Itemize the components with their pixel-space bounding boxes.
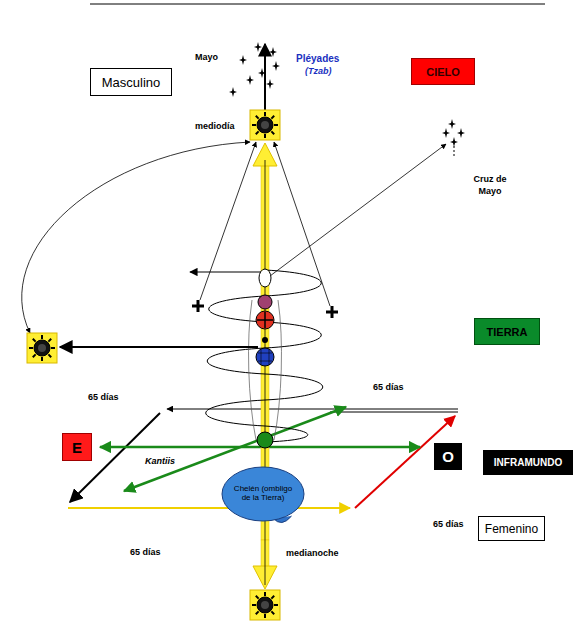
pleiades-stars [229, 42, 280, 97]
day-count: 65 días [373, 382, 404, 394]
navel-oval: Chelén (ombligo de la Tierra) [221, 466, 305, 522]
star-label: (Tzab) [305, 66, 332, 78]
yellow-axis-arrow [253, 143, 277, 589]
day-count: 65 días [130, 547, 161, 559]
sun-symbol [27, 333, 57, 363]
cross-stars [442, 119, 465, 156]
node-text: Masculino [102, 75, 161, 90]
realm-box: INFRAMUNDO [483, 450, 573, 475]
node-text: CIELO [426, 66, 460, 78]
gender-box: Femenino [478, 516, 545, 541]
node-text: E [72, 439, 82, 456]
cross-symbol [192, 300, 204, 312]
sun-symbol [250, 590, 280, 620]
day-count: 65 días [433, 519, 464, 531]
spiral [206, 270, 323, 442]
cross-symbol [326, 306, 338, 318]
arrow [200, 142, 256, 300]
arrow [60, 346, 258, 348]
arrow [270, 144, 446, 276]
arrow [190, 271, 265, 272]
sun-symbol [250, 110, 280, 140]
node-text: INFRAMUNDO [494, 457, 562, 468]
time-label: mediodía [195, 121, 235, 133]
arrow [22, 142, 250, 333]
realm-box: CIELO [411, 58, 475, 85]
axis-line [264, 44, 266, 110]
day-count: 65 días [88, 392, 119, 404]
term-label: Kantiis [145, 456, 175, 468]
direction-box: O [434, 443, 462, 470]
node-text: Femenino [485, 522, 538, 536]
body-centres [256, 269, 274, 448]
month-label: Mayo [195, 52, 218, 64]
body-outline [249, 300, 282, 440]
direction-box: E [62, 433, 92, 461]
node-text: TIERRA [487, 326, 528, 338]
node-text: O [442, 448, 454, 465]
gender-box: Masculino [90, 68, 172, 96]
realm-box: TIERRA [474, 318, 540, 345]
header-rule [90, 4, 545, 5]
arrow [274, 142, 330, 306]
time-label: medianoche [286, 548, 339, 560]
star-label: Cruz de Mayo [473, 174, 507, 197]
node-text: Chelén (ombligo de la Tierra) [232, 485, 294, 503]
star-label: Pléyades [296, 52, 339, 65]
